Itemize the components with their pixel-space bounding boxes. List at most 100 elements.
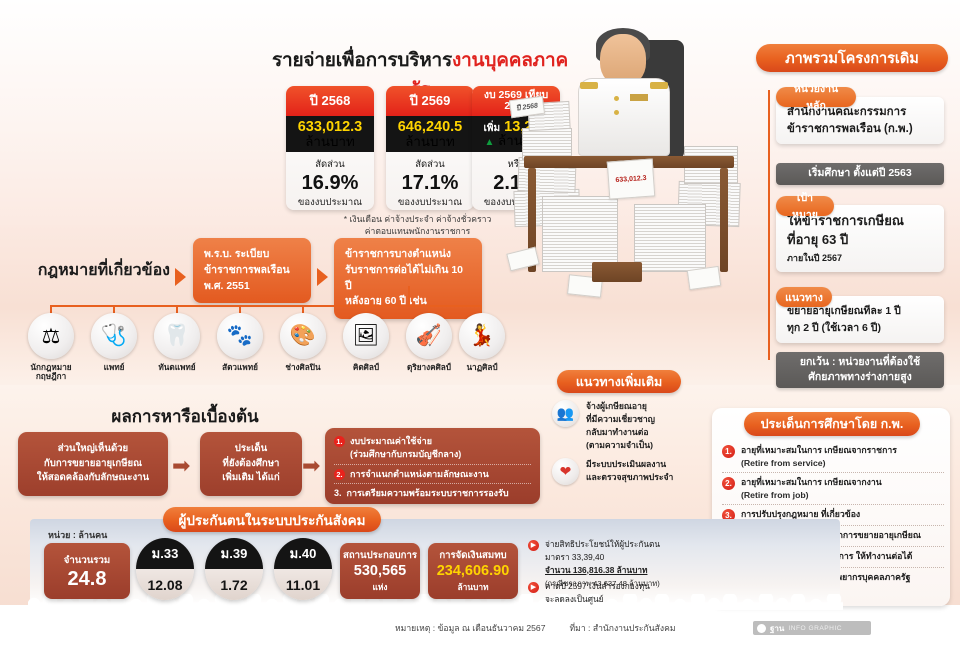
social-establishments-value: 530,565	[353, 562, 407, 579]
officer-body	[578, 78, 670, 156]
overview-pill: ภาพรวมโครงการเดิม	[756, 44, 948, 72]
budget-card-ratio-label: สัดส่วน	[315, 159, 345, 170]
arrow-right-icon	[317, 268, 328, 286]
social-security-pill: ผู้ประกันตนในระบบประกันสังคม	[163, 507, 381, 532]
logo-text: INFO GRAPHIC	[788, 624, 842, 632]
result-item: 2. การจำแนกตำแหน่งตามลักษณะงาน	[334, 468, 531, 481]
paw-icon: 🐾	[217, 313, 263, 359]
profession-label: ดุริยางคศิลป์	[407, 363, 451, 372]
briefcase	[592, 262, 642, 282]
uniform-button	[614, 96, 619, 101]
budget-card-head: ปี 2568	[286, 86, 374, 116]
extra-guidance-row-2: ❤ มีระบบประเมินผลงาน และตรวจสุขภาพประจำ	[552, 458, 702, 485]
paper-stack-under-desk	[634, 204, 706, 272]
budget-card-2569: ปี 2569 646,240.5 ล้านบาท สัดส่วน 17.1% …	[386, 86, 474, 210]
overview-exception-text: ยกเว้น : หน่วยงานที่ต้องใช้ ศักยภาพทางร่…	[799, 355, 921, 383]
plus-circle-icon	[757, 623, 766, 633]
social-contribution-value: 234,606.90	[436, 562, 510, 579]
social-note-2: ▶ คาดปี 2597 เงินสำรองกองทุน จะลดลงเป็นศ…	[528, 580, 798, 606]
budget-card-value-block: 646,240.5 ล้านบาท	[386, 116, 474, 152]
connector-bus	[50, 305, 482, 307]
result-card-2: ประเด็น ที่ยังต้องศึกษา เพิ่มเติม ได้แก่	[200, 432, 302, 496]
officer-desk-illustration: 633,012.3 ปี 2568	[506, 18, 748, 378]
scales-icon: ⚖	[28, 313, 74, 359]
social-contribution-unit: ล้านบาท	[457, 582, 489, 593]
desk-leg-left	[528, 168, 536, 272]
overview-goal-text: ให้ข้าราชการเกษียณ ที่อายุ 63 ปี	[787, 213, 904, 247]
profession-item-4: 🐾 สัตวแพทย์	[213, 313, 267, 372]
result-card-1-text: ส่วนใหญ่เห็นด้วย กับการขยายอายุเกษียณ ให…	[36, 442, 150, 484]
epaulette-left	[580, 82, 598, 89]
item-number-badge: 1.	[334, 436, 345, 447]
paper-stack-under-desk	[542, 196, 618, 272]
connector-drop	[176, 305, 178, 315]
item-number-badge: 2.	[334, 468, 345, 480]
result-card-2-text: ประเด็น ที่ยังต้องศึกษา เพิ่มเติม ได้แก่	[222, 442, 280, 484]
overview-start-gray: เริ่มศึกษา ตั้งแต่ปี 2563	[776, 163, 944, 185]
arrow-right-icon: ➡	[172, 453, 191, 478]
profession-label: แพทย์	[103, 363, 125, 372]
social-establishments-label: สถานประกอบการ	[342, 549, 417, 561]
profession-label: นักกฎหมายกฤษฎีกา	[30, 363, 72, 382]
profession-item-5: 🎨 ช่างศิลปิน	[276, 313, 330, 372]
stethoscope-icon: 🩺	[91, 313, 137, 359]
budget-footnote: * เงินเดือน ค่าจ้างประจำ ค่าจ้างชั่วคราว…	[285, 213, 550, 238]
epaulette-right	[650, 82, 668, 89]
connector-drop	[480, 305, 482, 315]
budget-card-unit: ล้านบาท	[305, 133, 355, 149]
budget-card-value: 633,012.3	[297, 119, 363, 136]
connector-drop	[302, 305, 304, 315]
palette-icon: 🎨	[280, 313, 326, 359]
profession-label: ทันตแพทย์	[158, 363, 196, 372]
budget-footnote-line2: ค่าตอบแทนพนักงานราชการ	[364, 226, 471, 237]
profession-item-3: 🦷 ทันตแพทย์	[150, 313, 204, 372]
budget-card-percent: 17.1%	[401, 172, 459, 194]
overview-goal-tag: เป้าหมาย	[776, 192, 834, 221]
budget-card-percent: 16.9%	[301, 172, 359, 194]
social-total-value: 24.8	[67, 567, 107, 590]
profession-label: นาฏศิลป์	[466, 363, 498, 372]
tooth-icon: 🦷	[154, 313, 200, 359]
main-title-black: รายจ่ายเพื่อการบริหาร	[272, 50, 453, 71]
issue-text-th: อายุที่เหมาะสมในการ เกษียณจากงาน	[741, 477, 882, 488]
profession-item-1: ⚖ นักกฎหมายกฤษฎีกา	[24, 313, 78, 382]
background-footer	[0, 605, 960, 667]
budget-card-ratio-label: สัดส่วน	[415, 159, 445, 170]
triangle-up-icon: ▲	[484, 137, 495, 149]
social-security-unit: หน่วย : ล้านคน	[48, 530, 108, 540]
heartbeat-icon: ❤	[552, 458, 579, 485]
overview-spine	[768, 90, 770, 360]
budget-card-value: 646,240.5	[397, 119, 463, 136]
connector-drop	[428, 305, 430, 315]
result-item: 3. การเตรียมความพร้อมระบบราชการรองรับ	[334, 487, 531, 500]
issue-item: 2. อายุที่เหมาะสมในการ เกษียณจากงาน (Ret…	[722, 476, 944, 501]
arrow-right-icon: ➡	[302, 453, 321, 478]
social-note-line: มาตรา 33,39,40	[545, 551, 605, 562]
violin-icon: 🎻	[406, 313, 452, 359]
social-contribution-label: การจัดเงินสมทบ	[439, 549, 507, 561]
social-note-line: (กรณีชราภาพ 43,637.48 ล้านบาท)	[545, 578, 660, 588]
issues-pill: ประเด็นการศึกษาโดย ก.พ.	[744, 412, 920, 436]
extra-guidance-text: มีระบบประเมินผลงาน และตรวจสุขภาพประจำ	[586, 459, 674, 482]
people-desk-icon: 👥	[552, 400, 579, 427]
law-section-title: กฎหมายที่เกี่ยวข้อง	[37, 262, 170, 279]
dancer-icon: 💃	[459, 313, 505, 359]
profession-label: ช่างศิลปิน	[285, 363, 321, 372]
social-section-m33: ม.33 12.08	[136, 538, 194, 600]
result-item-text: การจำแนกตำแหน่งตามลักษณะงาน	[350, 468, 489, 479]
result-items-list: 1. งบประมาณค่าใช้จ่าย (ร่วมศึกษากับกรมบั…	[325, 428, 540, 504]
social-establishments-unit: แห่ง	[372, 582, 388, 593]
overview-agency-text: สำนักงานคณะกรรมการ ข้าราชการพลเรือน (ก.พ…	[787, 106, 913, 135]
law-card-1-text: พ.ร.บ. ระเบียบ ข้าราชการพลเรือน พ.ศ. 255…	[204, 248, 290, 292]
issue-text-en: (Retire from job)	[741, 489, 809, 500]
desk-leg-right	[720, 168, 728, 272]
social-total-card: จำนวนรวม 24.8	[44, 543, 130, 599]
overview-exception-gray: ยกเว้น : หน่วยงานที่ต้องใช้ ศักยภาพทางร่…	[776, 352, 944, 388]
profession-item-6: 🖼 คิตศิลป์	[339, 313, 393, 372]
overview-agency-tag: หน่วยงานหลัก	[776, 83, 856, 112]
issue-text: การปรับปรุงกฎหมาย ที่เกี่ยวข้อง	[741, 509, 861, 520]
social-note-1: ▶ จ่ายสิทธิประโยชน์ให้ผู้ประกันตน มาตรา …	[528, 538, 798, 589]
result-card-1: ส่วนใหญ่เห็นด้วย กับการขยายอายุเกษียณ ให…	[18, 432, 168, 496]
issue-text: อายุที่เหมาะสมในการ เกษียณจากราชการ (Ret…	[741, 444, 897, 469]
issue-number-badge: 1.	[722, 445, 735, 458]
